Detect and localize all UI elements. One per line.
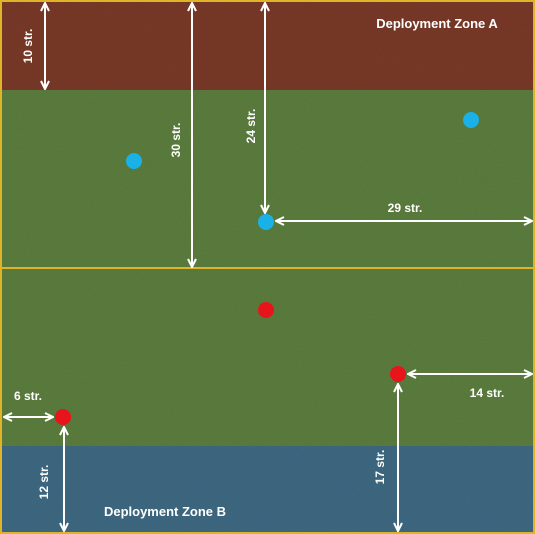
blue-marker-right [463,112,479,128]
label-red-left-to-edge: 6 str. [14,389,42,403]
label-blue-center-vertical: 24 str. [244,109,258,144]
label-red-left-to-bottom: 12 str. [37,465,51,500]
label-red-right-to-edge: 14 str. [470,386,505,400]
red-marker-center [258,302,274,318]
deployment-zone-b [2,446,533,532]
label-blue-center-to-right: 29 str. [388,201,423,215]
red-marker-left [55,409,71,425]
zone-a-label: Deployment Zone A [376,16,498,31]
zone-b-label: Deployment Zone B [104,504,226,519]
label-red-right-to-bottom: 17 str. [373,450,387,485]
blue-marker-center [258,214,274,230]
red-marker-right [390,366,406,382]
label-zone-a-depth: 10 str. [21,29,35,64]
blue-marker-left [126,153,142,169]
label-blue-center-to-top: 30 str. [169,123,183,158]
